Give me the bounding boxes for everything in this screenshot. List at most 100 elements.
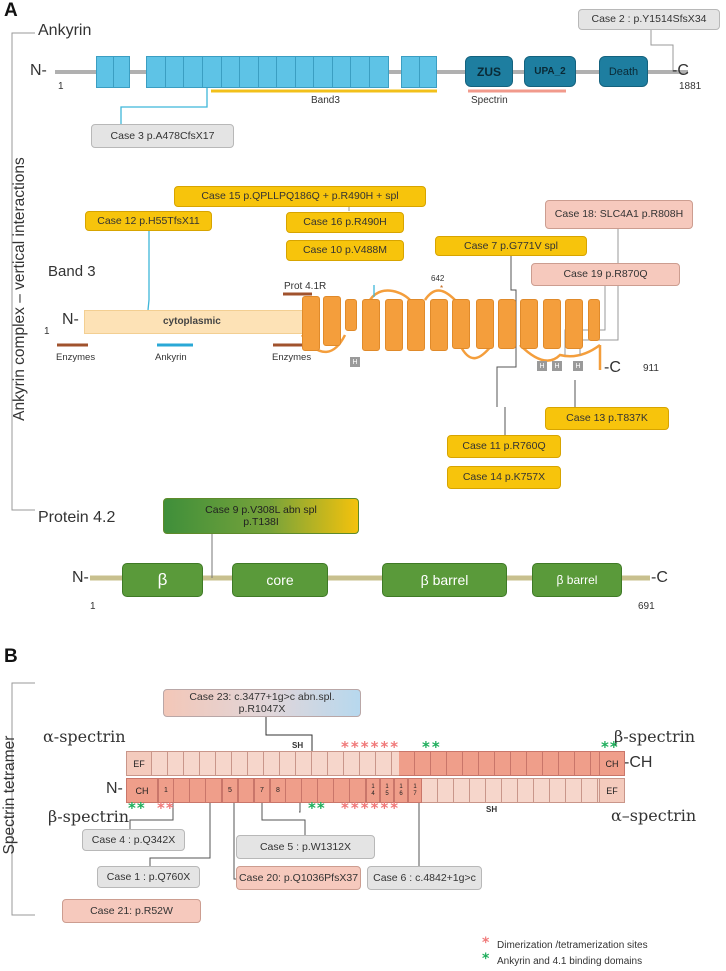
case-18-box: Case 18: SLC4A1 p.R808H <box>545 200 693 229</box>
legend-green-star-icon: * <box>482 951 490 967</box>
red-star-icon: * <box>341 799 351 817</box>
beta-spectrin-repeats <box>399 751 599 776</box>
h-helix-marker: H <box>537 361 547 371</box>
beta-spectrin-top-label: β-spectrin <box>614 727 696 746</box>
ankyrin-repeat <box>202 56 222 88</box>
ankyrin-repeat <box>295 56 314 88</box>
panel-label-b: B <box>4 646 18 667</box>
ankyrin-site-label: Ankyrin <box>155 352 187 363</box>
h-helix-marker: H <box>573 361 583 371</box>
band3-title: Band 3 <box>48 263 96 280</box>
case-23-line1: Case 23: c.3477+1g>c abn.spl. <box>189 690 335 703</box>
tm-helix <box>323 296 341 346</box>
tm-helix <box>588 299 600 341</box>
ankyrin-end-position: 1881 <box>679 81 702 92</box>
red-star-icon: * <box>360 799 371 817</box>
case-21-box: Case 21: p.R52W <box>62 899 201 923</box>
binding-sites-bottom-mid: ** <box>308 799 326 817</box>
spectrin-repeat-14: 1 4 <box>366 778 380 803</box>
case-10-box: Case 10 p.V488M <box>286 240 404 261</box>
dimerization-sites-bottom: ****** <box>341 799 400 817</box>
ankyrin-title: Ankyrin <box>38 22 92 39</box>
beta-domain: β <box>122 563 203 597</box>
spectrin-repeat-6 <box>238 778 254 803</box>
ankyrin-repeat <box>276 56 296 88</box>
beta-barrel-domain-1: β barrel <box>382 563 507 597</box>
band3-start-position: 1 <box>44 326 50 337</box>
case-19-box: Case 19 p.R870Q <box>531 263 680 286</box>
tm-helix <box>565 299 583 349</box>
dimerization-sites-top: ****** <box>341 738 400 756</box>
case-1-box: Case 1 : p.Q760X <box>97 866 200 888</box>
spectrin-repeat-15: 1 5 <box>380 778 394 803</box>
h-helix-marker: H <box>350 357 360 367</box>
red-star-icon: * <box>380 799 391 817</box>
red-star-icon: * <box>165 799 175 817</box>
sh3-label-top: SH <box>292 741 304 750</box>
red-star-icon: * <box>350 738 361 756</box>
ankyrin-n-terminus: N- <box>30 62 47 79</box>
spectrin-repeat-17: 1 7 <box>408 778 422 803</box>
spectrin-bottom-strand: CH 1 5 7 8 1 4 1 5 1 6 1 7 EF <box>126 778 625 803</box>
ankyrin-repeat <box>146 56 166 88</box>
alpha-spectrin-right-label: α–spectrin <box>611 806 697 825</box>
case-9-box: Case 9 p.V308L abn spl p.T138I <box>163 498 359 534</box>
ankyrin-repeat <box>369 56 389 88</box>
band3-cytoplasmic-domain: cytoplasmic <box>84 310 304 334</box>
core-domain: core <box>232 563 328 597</box>
spectrin-repeat-8: 8 <box>270 778 286 803</box>
ankyrin-repeat <box>96 56 114 88</box>
red-star-icon: * <box>350 799 361 817</box>
spectrin-repeat-1: 1 <box>158 778 174 803</box>
case-2-box: Case 2 : p.Y1514SfsX34 <box>578 9 720 30</box>
ankyrin-c-terminus: -C <box>672 62 689 79</box>
case-7-box: Case 7 p.G771V spl <box>435 236 587 256</box>
ankyrin-repeat <box>221 56 240 88</box>
green-star-icon: * <box>128 799 137 817</box>
legend-ankyrin-binding-label: Ankyrin and 4.1 binding domains <box>497 956 643 967</box>
side-label-ankyrin-complex: Ankyrin complex – vertical interactions <box>11 157 28 421</box>
ankyrin-repeat <box>165 56 184 88</box>
case-20-box: Case 20: p.Q1036PfsX37 <box>236 866 361 890</box>
case-23-box: Case 23: c.3477+1g>c abn.spl. p.R1047X <box>163 689 361 717</box>
case-4-box: Case 4 : p.Q342X <box>82 829 185 851</box>
enzymes-site-label-2: Enzymes <box>272 352 312 363</box>
spectrin-binding-region-label: Spectrin <box>471 95 508 106</box>
tm-helix <box>302 296 320 351</box>
case-16-box: Case 16 p.R490H <box>286 212 404 233</box>
beta-repeats-2-4 <box>174 778 222 803</box>
beta-spectrin-left-label: β-spectrin <box>48 807 130 826</box>
spectrin-top-strand: EF CH <box>126 751 625 776</box>
alpha-spectrin-repeats <box>152 751 399 776</box>
green-star-icon: * <box>308 799 317 817</box>
spectrin-repeat-5: 5 <box>222 778 238 803</box>
tm-helix <box>498 299 516 349</box>
spectrin-repeat-16: 1 6 <box>394 778 408 803</box>
band3-end-position: 911 <box>643 363 659 374</box>
case-3-box: Case 3 p.A478CfsX17 <box>91 124 234 148</box>
case-6-box: Case 6 : c.4842+1g>c <box>367 866 482 890</box>
ankyrin-repeat <box>350 56 370 88</box>
red-star-icon: * <box>157 799 166 817</box>
red-star-icon: * <box>390 799 401 817</box>
tm-helix <box>345 299 357 331</box>
tm-helix <box>430 299 448 351</box>
binding-sites-top-right: ** <box>601 738 619 756</box>
red-star-icon: * <box>390 738 401 756</box>
case-5-box: Case 5 : p.W1312X <box>236 835 375 859</box>
protein42-n-terminus: N- <box>72 569 89 586</box>
red-star-icon: * <box>380 738 391 756</box>
band3-c-terminus: -C <box>604 359 621 376</box>
binding-sites-bottom-left: ** <box>128 799 146 817</box>
case-23-line2: p.R1047X <box>238 703 286 715</box>
case-13-box: Case 13 p.T837K <box>545 407 669 430</box>
case-15-box: Case 15 p.QPLLPQ186Q + p.R490H + spl <box>174 186 426 207</box>
ankyrin-repeat <box>183 56 203 88</box>
legend-dimerization-label: Dimerization /tetramerization sites <box>497 940 648 951</box>
red-star-icon: * <box>360 738 371 756</box>
beta-repeats-9-13 <box>286 778 366 803</box>
ankyrin-repeat <box>258 56 277 88</box>
beta-barrel-domain-2: β barrel <box>532 563 622 597</box>
ankyrin-repeat <box>113 56 130 88</box>
band3-n-terminus: N- <box>62 311 79 328</box>
